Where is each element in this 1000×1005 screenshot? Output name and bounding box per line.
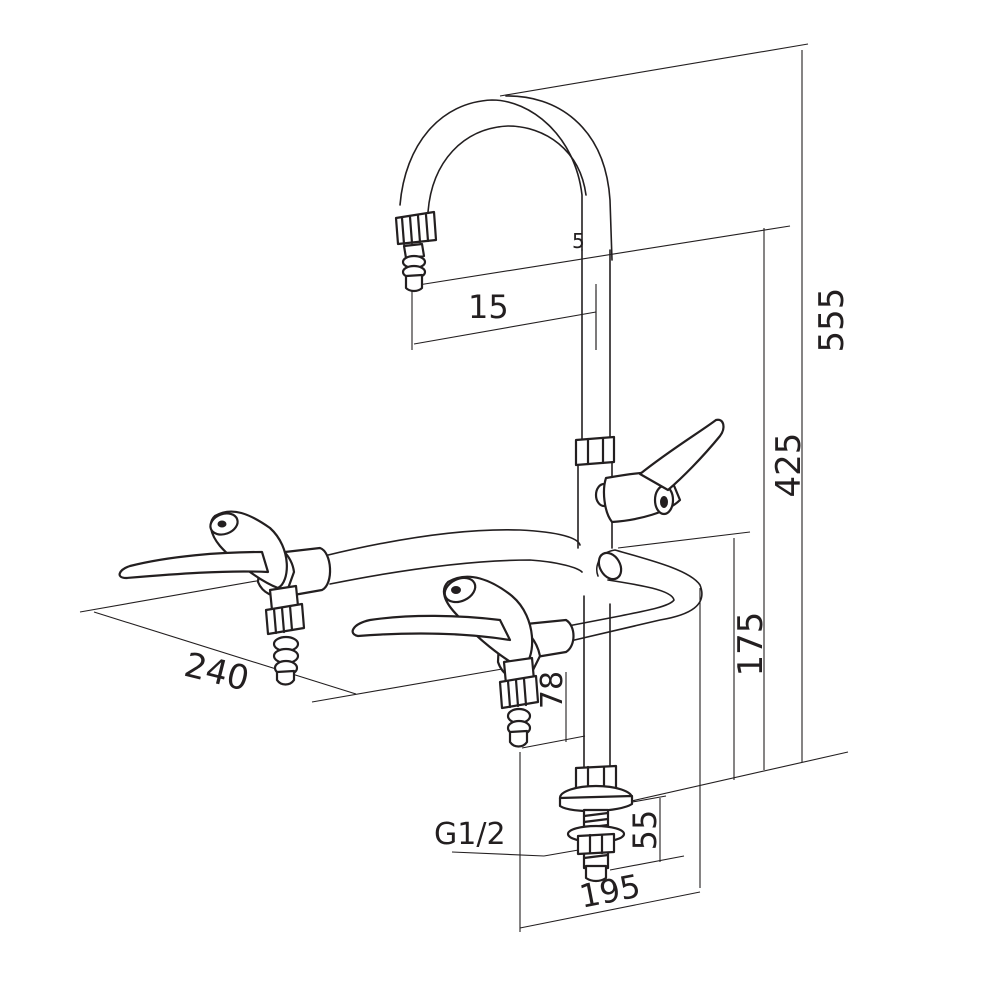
dim-55-label: 55 — [626, 810, 664, 851]
right-tap — [351, 575, 575, 748]
dim-15-label: 15 — [468, 288, 509, 326]
left-tap — [118, 510, 332, 686]
cross-pipes — [323, 528, 703, 643]
gooseneck-spout — [394, 95, 613, 293]
dimension-lines — [79, 43, 849, 932]
dim-78-label: 78 — [535, 671, 570, 709]
spout-lever-handle — [594, 418, 725, 524]
dim-240-label: 240 — [180, 645, 253, 700]
mounting-base — [558, 764, 634, 883]
main-column — [574, 249, 616, 769]
dim-175-label: 175 — [731, 612, 771, 677]
thread-g12-label: G1/2 — [434, 817, 506, 852]
dim-555-label: 555 — [812, 288, 852, 353]
dim-425-label: 425 — [769, 433, 809, 498]
dim-5-label: 5 — [572, 229, 585, 253]
